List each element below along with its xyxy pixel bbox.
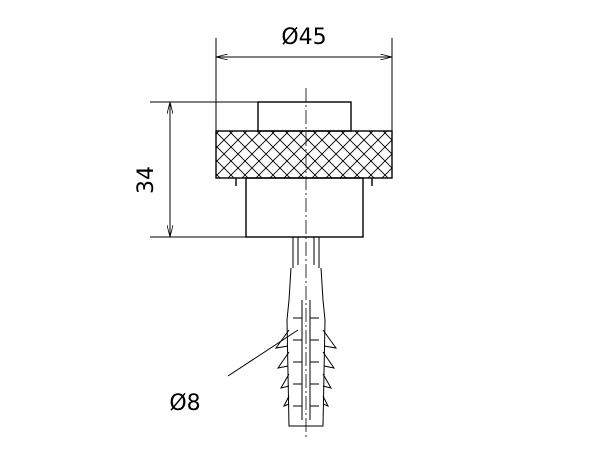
- screw-shank: [292, 237, 320, 268]
- diameter-anchor-label: Ø8: [169, 391, 200, 416]
- cap-top: [257, 101, 352, 132]
- wall-plug: [274, 267, 338, 427]
- diameter-top-label: Ø45: [281, 25, 326, 50]
- diameter-top-dimension: Ø45: [215, 25, 393, 178]
- base-cylinder: [235, 177, 373, 238]
- height-label: 34: [134, 166, 159, 194]
- knurled-band: [215, 130, 393, 179]
- diameter-anchor-dimension: Ø8: [169, 329, 299, 416]
- height-dimension: 34: [134, 101, 258, 238]
